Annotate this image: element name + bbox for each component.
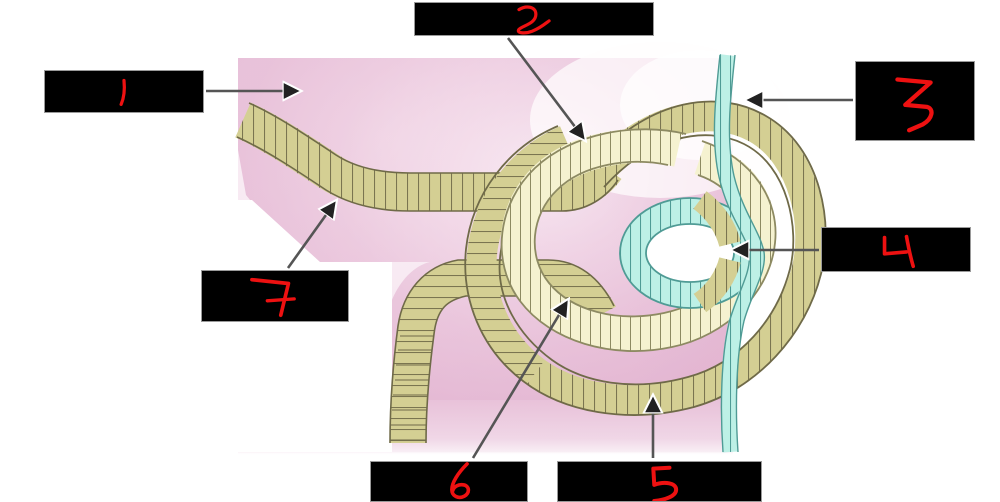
arrow-2 <box>506 37 585 140</box>
handwritten-number-2 <box>415 3 653 35</box>
background-whitespace <box>238 200 392 452</box>
handwritten-number-6 <box>371 462 527 501</box>
label-box-6[interactable]: 6 <box>370 461 528 502</box>
label-box-1[interactable]: 1 <box>44 70 204 113</box>
label-arrows <box>206 37 853 459</box>
label-box-7[interactable]: 7 <box>201 270 349 322</box>
label-box-5[interactable]: 5 <box>557 461 762 502</box>
handwritten-number-5 <box>558 462 761 501</box>
label-box-3[interactable]: 3 <box>855 61 975 141</box>
arrow-6 <box>471 300 568 459</box>
handwritten-number-7 <box>202 271 348 321</box>
label-box-2[interactable]: 2 <box>414 2 654 36</box>
label-box-4[interactable]: 4 <box>821 227 971 272</box>
arrow-7 <box>286 201 336 269</box>
handwritten-number-1 <box>45 71 203 112</box>
khaki-outer-spiral <box>464 100 827 416</box>
handwritten-number-4 <box>822 228 970 271</box>
handwritten-number-3 <box>856 62 974 140</box>
